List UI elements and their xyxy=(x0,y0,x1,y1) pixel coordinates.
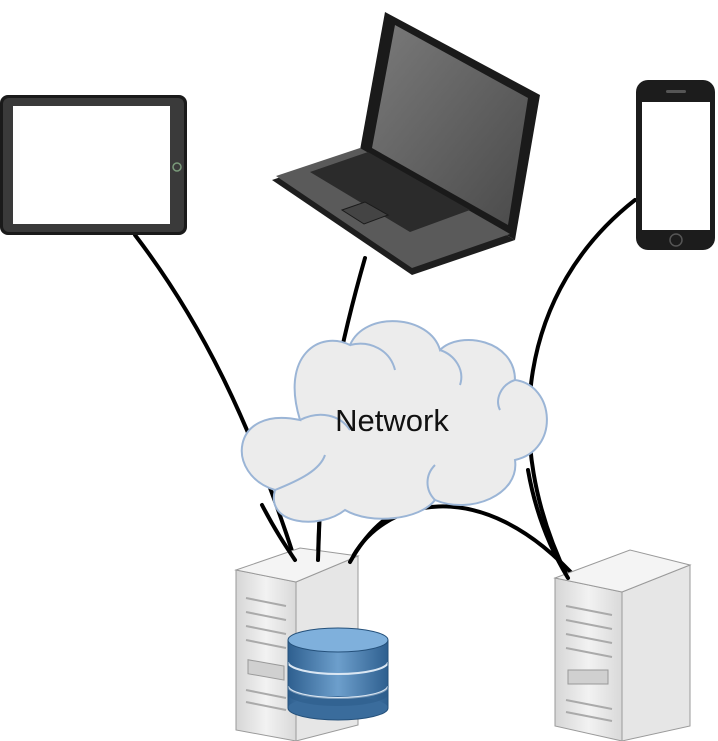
tablet-icon xyxy=(0,95,187,235)
wire-phone-server xyxy=(527,198,637,580)
network-label: Network xyxy=(335,403,449,438)
laptop-icon xyxy=(272,12,540,275)
wire-tablet-db-server xyxy=(133,233,297,562)
server-icon xyxy=(553,549,692,741)
network-cloud: Network xyxy=(240,320,548,523)
wire-tablet-db-server-front xyxy=(260,503,297,562)
wire-phone-server-front xyxy=(526,468,570,580)
database-icon xyxy=(287,627,389,721)
smartphone-icon xyxy=(636,80,715,250)
